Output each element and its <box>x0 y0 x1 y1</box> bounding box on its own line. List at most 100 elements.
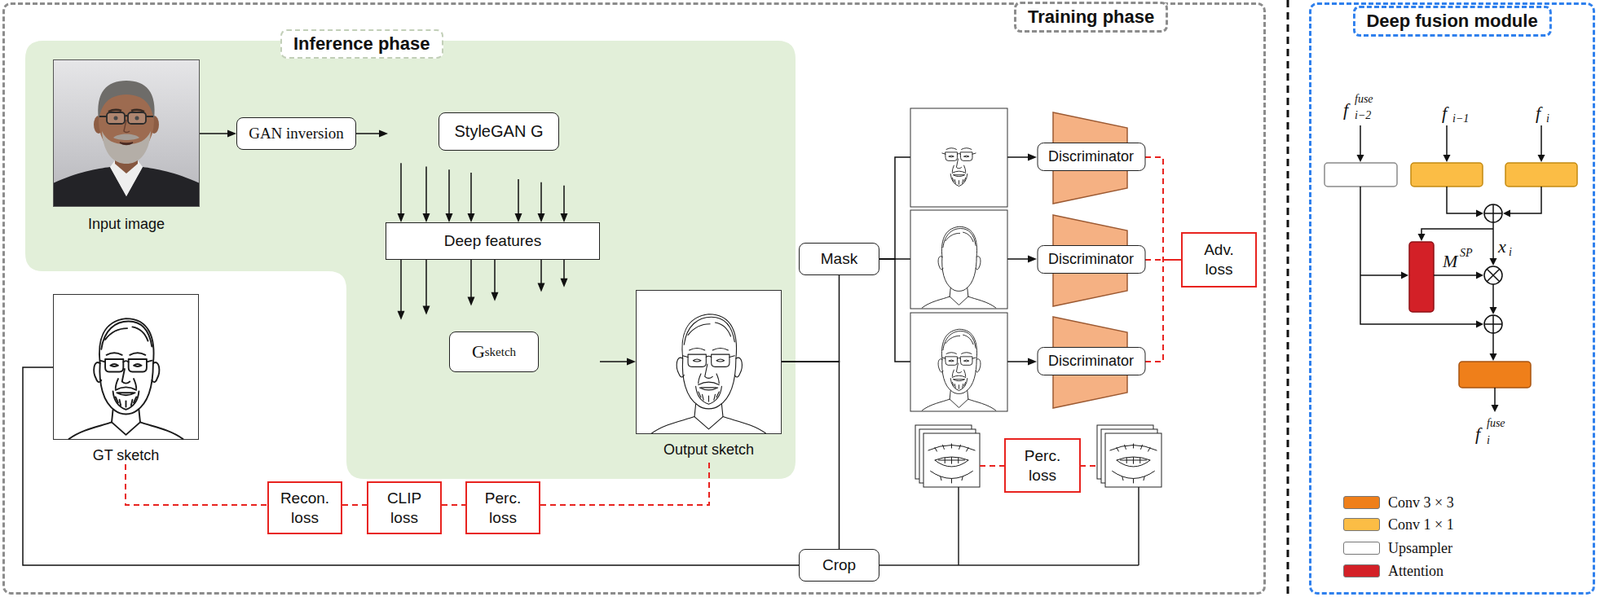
node-label: GAN inversion <box>248 124 344 144</box>
operator-sign <box>1484 315 1503 334</box>
sketch-stroke <box>729 356 735 358</box>
sketch-stroke <box>944 458 946 464</box>
sketch-stroke <box>687 324 710 336</box>
crop-wire <box>879 487 1139 566</box>
node-label: Crop <box>822 556 856 576</box>
sketch-stroke <box>1147 447 1151 452</box>
sketch-stroke <box>115 387 137 390</box>
connector-line <box>1145 157 1182 261</box>
arrow-head <box>1489 307 1498 315</box>
discriminator-block: Discriminator <box>1036 317 1146 409</box>
sketch-stroke <box>1132 457 1134 465</box>
legend-row: Upsampler <box>1343 539 1453 558</box>
node-label: Discriminator <box>1048 251 1134 269</box>
sketch-stroke <box>942 445 944 450</box>
legend-swatch <box>1343 542 1380 556</box>
sketch-stroke <box>961 148 972 150</box>
sketch-stroke <box>676 357 684 378</box>
crop-patch <box>923 433 980 488</box>
math-symbol: i−2 <box>1354 110 1371 122</box>
legend-label: Conv 1 × 1 <box>1388 516 1455 534</box>
glasses-lens <box>106 112 125 124</box>
node-label: Training phase <box>1013 1 1169 33</box>
label-box: Gsketch <box>449 331 539 373</box>
math-symbol: x <box>1498 238 1507 256</box>
loss-connector <box>441 505 466 507</box>
conv3x3-block <box>1458 361 1531 388</box>
connector-line <box>1145 260 1182 362</box>
math-symbol: f <box>1343 101 1349 120</box>
math-symbol: f <box>1475 425 1481 444</box>
loss-box: Perc. loss <box>1004 438 1081 494</box>
sketch-stroke <box>938 256 944 270</box>
sketch-stroke <box>964 382 966 387</box>
sketch-stroke <box>698 392 701 398</box>
legend-row: Conv 3 × 3 <box>1343 493 1455 512</box>
math-symbol: i <box>1486 435 1490 447</box>
sketch-stroke <box>712 348 728 351</box>
sketch-stroke <box>963 334 974 345</box>
sketch-stroke <box>964 360 970 362</box>
sketch-stroke <box>698 374 701 384</box>
sketch-stroke <box>942 357 946 359</box>
masked-sketch <box>910 108 1008 208</box>
node-label: Recon. loss <box>277 489 333 529</box>
label-box: StyleGAN G <box>438 112 560 151</box>
sketch-stroke <box>1140 445 1142 450</box>
connector-line <box>125 464 268 506</box>
sketch-stroke <box>683 356 688 358</box>
conv1x1-block <box>1410 163 1483 187</box>
operator-sign <box>1486 268 1500 283</box>
loss-box: Perc. loss <box>465 481 541 535</box>
sketch-stroke <box>714 322 731 337</box>
connector-line <box>599 361 631 363</box>
sketch-stroke <box>1143 476 1145 481</box>
node-label: G <box>471 341 485 363</box>
sketch-stroke <box>129 352 146 356</box>
sketch-stroke <box>972 153 976 155</box>
sketch-stroke <box>934 457 969 468</box>
fusion-wire <box>1360 186 1480 325</box>
sketch-stroke <box>1116 457 1151 468</box>
sketch-stroke <box>975 359 981 373</box>
arrow-head <box>1027 255 1037 264</box>
node-label: Perc. loss <box>475 489 531 529</box>
sketch-stroke <box>952 370 954 377</box>
beard <box>101 131 151 164</box>
sketch-stroke <box>943 229 976 248</box>
sketch-stroke <box>705 356 711 358</box>
loss-connector <box>1145 157 1182 261</box>
legend-swatch <box>1343 518 1380 532</box>
sketch-stroke <box>949 296 969 305</box>
connector-line <box>342 504 367 507</box>
sketch-stroke <box>956 357 961 360</box>
sketch-stroke <box>708 396 710 402</box>
sketch-stroke <box>702 394 705 401</box>
sketch-stroke <box>949 399 969 408</box>
phase-panel: Input imageGAN inversionStyleGAN GDeep f… <box>2 2 1266 596</box>
math-symbol: f <box>1441 104 1447 123</box>
sketch-stroke <box>958 180 960 186</box>
sketch-stroke <box>699 387 718 391</box>
mouth-sketch <box>928 444 976 485</box>
sketch-stroke <box>1123 445 1126 450</box>
sketch-stroke <box>950 174 968 187</box>
sketch-frame <box>910 108 1008 208</box>
node-label: sketch <box>484 345 516 360</box>
mouth-sketch <box>1110 444 1158 485</box>
sketch-stroke <box>940 476 942 481</box>
sketch-stroke <box>1116 447 1120 452</box>
face-sketch <box>652 314 767 434</box>
sketch-frame <box>910 210 1008 309</box>
masked-sketch <box>910 312 1008 412</box>
sketch-stroke <box>116 392 135 396</box>
fusion-wire <box>1433 274 1480 277</box>
sketch-stroke <box>952 375 966 378</box>
discriminator-block: Discriminator <box>1036 112 1146 204</box>
fusion-wire <box>1492 333 1495 358</box>
sketch-stroke <box>106 352 123 356</box>
generator-block: Gsketch <box>379 280 600 424</box>
sketch-stroke <box>118 392 134 394</box>
sketch-stroke <box>694 417 723 430</box>
